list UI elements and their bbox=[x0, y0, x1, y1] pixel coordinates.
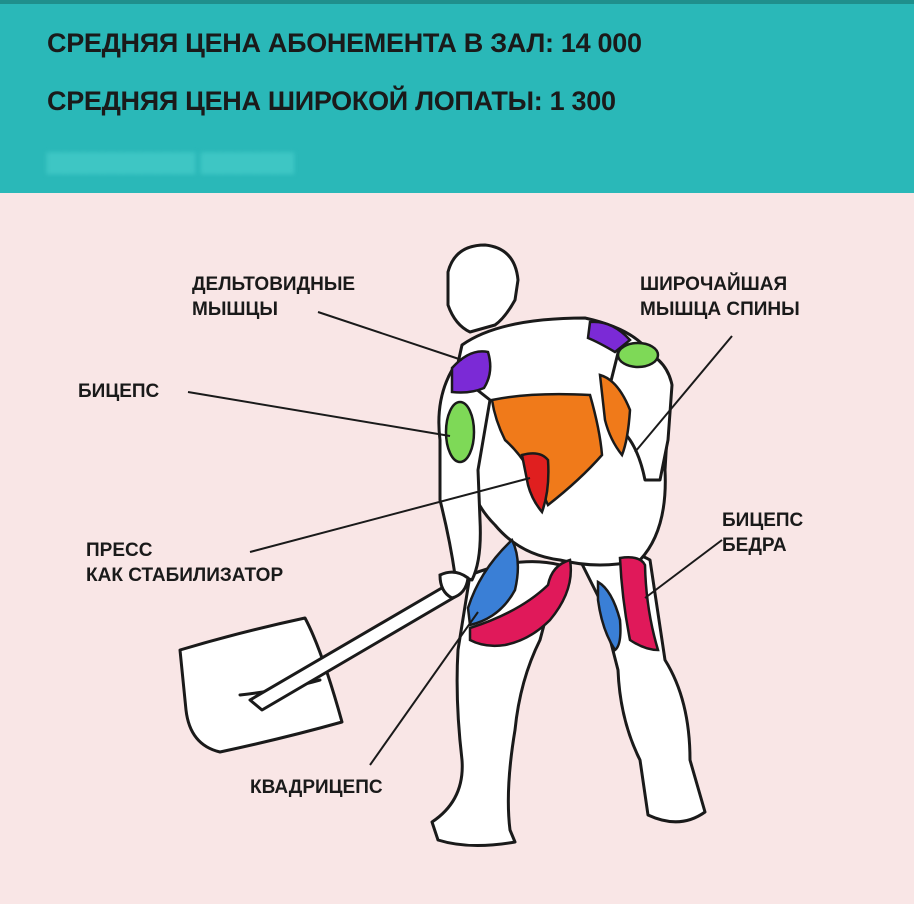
left-quads bbox=[466, 537, 520, 627]
abs bbox=[520, 452, 550, 515]
left-deltoid bbox=[450, 350, 492, 394]
right-hamstring bbox=[618, 556, 660, 652]
head bbox=[446, 243, 520, 334]
abs-leader-line bbox=[249, 477, 531, 553]
shovel-blade bbox=[178, 616, 344, 754]
right-deltoid bbox=[586, 320, 632, 354]
right-quads bbox=[596, 579, 622, 652]
lats-right bbox=[598, 373, 632, 458]
banner: СРЕДНЯЯ ЦЕНА АБОНЕМЕНТА В ЗАЛ: 14 000 СР… bbox=[0, 0, 914, 193]
banner-top-strip bbox=[0, 0, 914, 4]
shovel-price-text: СРЕДНЯЯ ЦЕНА ШИРОКОЙ ЛОПАТЫ: 1 300 bbox=[47, 86, 616, 116]
quads-leader-line bbox=[369, 611, 479, 766]
hamstring-leader-line bbox=[644, 539, 723, 599]
hand bbox=[438, 570, 470, 600]
blurred-text-fragment: ▆▆▆▆▆▆▆▆ ▆▆▆▆▆ bbox=[47, 147, 294, 174]
left-hamstring bbox=[468, 558, 572, 648]
abs-label: ПРЕСС КАК СТАБИЛИЗАТОР bbox=[86, 540, 284, 586]
deltoid-leader-line bbox=[317, 311, 463, 361]
lats bbox=[490, 392, 604, 507]
biceps-label: БИЦЕПС bbox=[78, 381, 160, 402]
hamstring-label: БИЦЕПС БЕДРА bbox=[722, 510, 804, 556]
lats-leader-line bbox=[634, 335, 733, 453]
biceps-leader-line bbox=[187, 391, 451, 437]
lats-label: ШИРОЧАЙШАЯ МЫШЦА СПИНЫ bbox=[640, 274, 800, 320]
left-biceps bbox=[444, 400, 476, 464]
right-biceps bbox=[616, 341, 660, 369]
deltoid-label: ДЕЛЬТОВИДНЫЕ МЫШЦЫ bbox=[192, 274, 356, 320]
gym-membership-price-text: СРЕДНЯЯ ЦЕНА АБОНЕМЕНТА В ЗАЛ: 14 000 bbox=[47, 28, 642, 58]
quads-label: КВАДРИЦЕПС bbox=[250, 777, 383, 798]
